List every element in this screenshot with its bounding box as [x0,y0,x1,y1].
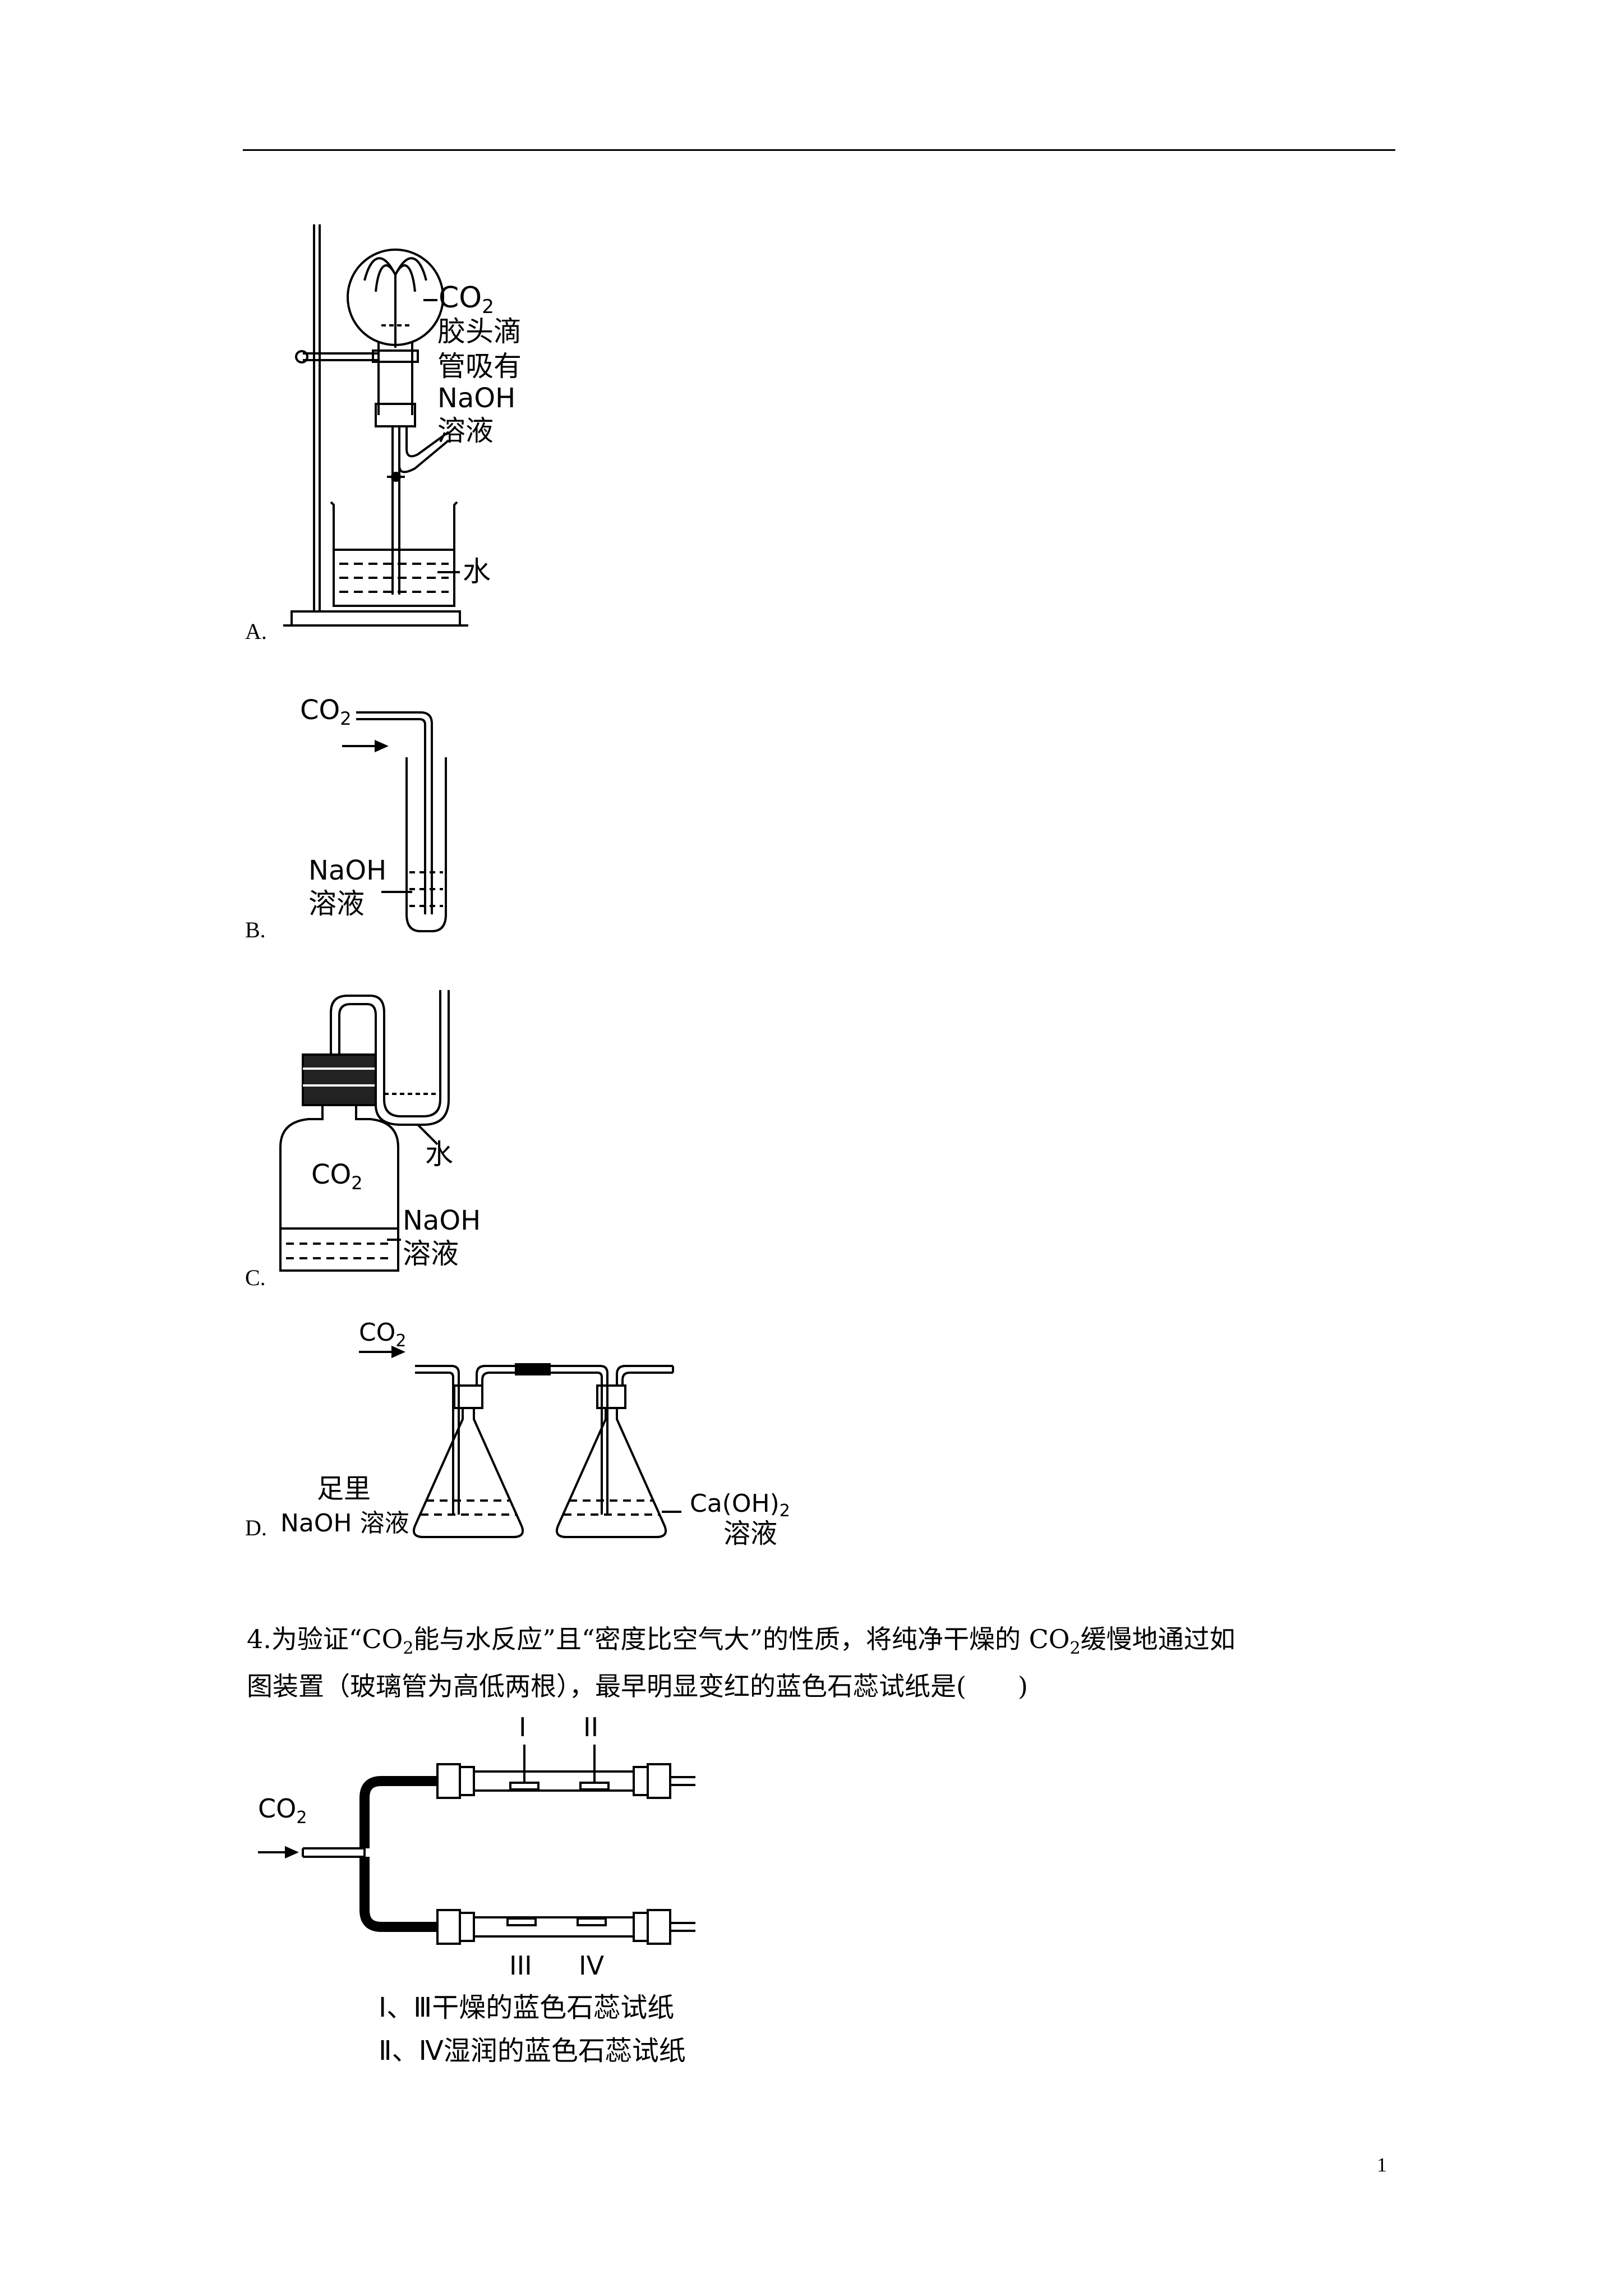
option-b-co2-label: CO2 [300,694,352,729]
question-4-co2-label: CO2 [258,1793,307,1828]
question-4-line-1: 4.为验证“CO2能与水反应”且“密度比空气大”的性质，将纯净干燥的 CO2缓慢… [247,1624,1235,1659]
option-c-solution-label: 溶液 [403,1237,459,1270]
question-4-label-i: I [519,1712,527,1742]
figure-question-4: CO2 I II III IV Ⅰ、Ⅲ干燥的蓝色石蕊试纸 Ⅱ、Ⅳ湿润的蓝色石蕊试… [258,1712,695,2067]
figure-option-d: CO2 足里 NaOH 溶液 Ca(OH)2 溶液 [280,1318,790,1549]
question-4-legend-1: Ⅰ、Ⅲ干燥的蓝色石蕊试纸 [379,1992,674,2023]
question-4-label-ii: II [583,1712,598,1742]
question-4-label-iii: III [509,1950,532,1981]
option-a-label: A. [245,619,267,644]
option-a-solution-label: 溶液 [437,415,494,447]
option-d-label: D. [245,1515,267,1540]
option-b-label: B. [245,917,266,942]
option-a-co2-label: CO2 [439,281,494,318]
page-number: 1 [1377,2154,1387,2176]
option-a-naoh-label: NaOH [437,383,515,414]
option-d-solution-label: 溶液 [723,1518,777,1549]
option-a-dropper-text-1: 胶头滴 [437,315,522,348]
question-4-line-2: 图装置（玻璃管为高低两根），最早明显变红的蓝色石蕊试纸是( ) [247,1671,1028,1701]
option-d-excess-label: 足里 [317,1473,371,1504]
option-c-water-label: 水 [425,1138,453,1171]
question-4-label-iv: IV [579,1950,605,1981]
figure-option-a: CO2 胶头滴 管吸有 NaOH 溶液 水 [283,224,522,627]
question-4-number: 4. [247,1624,271,1654]
option-a-dropper-text-2: 管吸有 [437,350,522,383]
option-d-caoh2-label: Ca(OH)2 [690,1489,790,1521]
option-a-water-label: 水 [463,555,491,588]
option-d-naoh-solution-label: NaOH 溶液 [280,1509,409,1538]
option-c-naoh-label: NaOH [403,1205,481,1236]
option-b-solution-label: 溶液 [308,887,365,920]
header-rule [243,149,1395,151]
question-4-legend-2: Ⅱ、Ⅳ湿润的蓝色石蕊试纸 [379,2035,686,2067]
figure-option-c: CO2 水 NaOH 溶液 [279,990,481,1272]
figure-option-b: CO2 NaOH 溶液 [300,694,447,932]
option-c-label: C. [245,1265,266,1290]
option-c-co2-label: CO2 [311,1159,363,1194]
option-d-co2-label: CO2 [359,1318,406,1351]
option-b-naoh-label: NaOH [308,855,386,886]
